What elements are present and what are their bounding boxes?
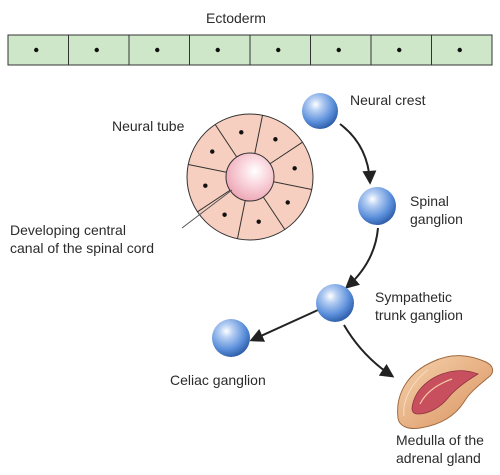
adrenal-medulla-label-line2: adrenal gland	[396, 450, 481, 466]
sympathetic-ganglion-label-line1: Sympathetic	[375, 289, 453, 305]
ectoderm-label: Ectoderm	[206, 10, 266, 26]
neural-tube	[186, 113, 314, 241]
central-canal	[225, 152, 275, 202]
celiac-ganglion-label: Celiac ganglion	[170, 372, 266, 388]
neural-tube-cell-nucleus	[210, 149, 215, 154]
neural-tube-cell-nucleus	[203, 183, 208, 188]
adrenal-medulla-label-line1: Medulla of the	[396, 432, 484, 448]
ectoderm-cell-dividers	[68, 35, 432, 65]
arrow-crest-to-spinal	[339, 123, 377, 185]
spinal-ganglion-label-line1: Spinal	[410, 193, 449, 209]
arrow-spinal-to-sympathetic	[344, 227, 379, 289]
ectoderm-cell-nucleus	[34, 47, 39, 53]
spinal-ganglion-cell-icon	[358, 187, 396, 225]
neural-tube-cell-divider	[236, 200, 246, 239]
ectoderm-strip	[7, 34, 493, 66]
neural-tube-cell-divider	[214, 124, 238, 158]
neural-tube-cell-nucleus	[256, 219, 261, 224]
spinal-ganglion-label-line2: ganglion	[410, 211, 463, 227]
ectoderm-cell-nucleus	[215, 47, 220, 53]
sympathetic-ganglion-cell-icon	[316, 284, 354, 322]
adrenal-gland-icon	[397, 355, 494, 429]
neural-crest-cell-icon	[302, 93, 338, 129]
central-canal-leader-line	[181, 189, 233, 229]
neural-tube-cell-nucleus	[222, 212, 227, 217]
neural-tube-cell-nucleus	[292, 166, 297, 171]
neural-crest-label: Neural crest	[350, 92, 426, 108]
central-canal-label-line1: Developing central	[10, 222, 126, 238]
neural-tube-cell-divider	[188, 163, 227, 173]
neural-tube-cell-divider	[273, 181, 312, 191]
neural-tube-cell-nucleus	[273, 137, 278, 142]
neural-tube-cell-nuclei	[203, 130, 297, 224]
ectoderm-cell-nucleus	[397, 47, 402, 53]
neural-tube-cell-divider	[269, 141, 303, 165]
neural-tube-cell-divider	[197, 189, 231, 213]
celiac-ganglion-cell-icon	[212, 319, 250, 357]
arrow-sympathetic-to-adrenal	[343, 324, 395, 378]
central-canal-label-line2: canal of the spinal cord	[10, 240, 154, 256]
sympathetic-ganglion-label-line2: trunk ganglion	[375, 307, 463, 323]
arrow-sympathetic-to-celiac	[249, 309, 319, 342]
neural-tube-cell-divider	[262, 196, 286, 230]
neural-tube-cell-nucleus	[285, 200, 290, 205]
neural-tube-cell-nucleus	[239, 130, 244, 135]
ectoderm-cell-nucleus	[276, 47, 281, 53]
neural-tube-cell-dividers	[188, 115, 312, 239]
neural-tube-label: Neural tube	[112, 118, 185, 134]
ectoderm-cell-nucleus	[155, 47, 160, 53]
ectoderm-cell-nuclei	[34, 47, 462, 53]
ectoderm-cell-nucleus	[457, 47, 462, 53]
ectoderm-cell-nucleus	[94, 47, 99, 53]
ectoderm-cell-nucleus	[336, 47, 341, 53]
neural-tube-cell-divider	[254, 115, 264, 154]
